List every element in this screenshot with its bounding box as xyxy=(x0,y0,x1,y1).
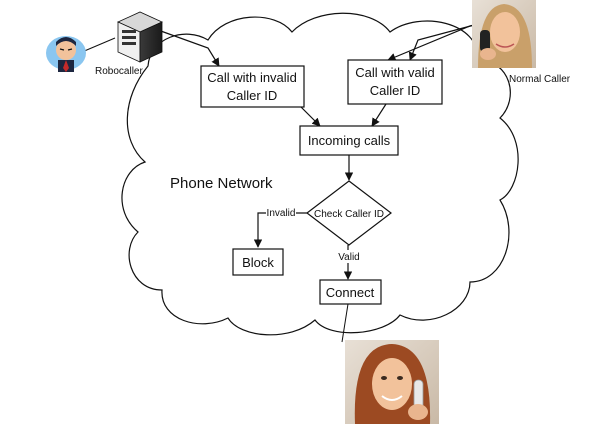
node-incoming-calls xyxy=(299,125,399,156)
edge-invalid-incoming xyxy=(299,105,321,127)
node-valid-call-line2: Caller ID xyxy=(370,83,421,98)
phone-network-label: Phone Network xyxy=(170,175,273,192)
edge-normalcaller-valid-call-1 xyxy=(408,23,479,61)
node-valid-call xyxy=(347,59,443,105)
edge-valid-incoming xyxy=(371,103,387,127)
receiver-photo xyxy=(345,340,439,424)
robocaller-icon xyxy=(46,36,86,72)
node-check-caller-id xyxy=(306,180,392,246)
node-valid-call-line1: Call with valid xyxy=(355,65,434,80)
normal-caller-label: Normal Caller xyxy=(509,74,571,85)
node-invalid-call xyxy=(200,65,305,108)
robocaller-label: Robocaller xyxy=(95,66,143,77)
edge-robocaller-server xyxy=(81,37,116,53)
node-block xyxy=(232,248,284,276)
server-icon xyxy=(117,11,163,63)
node-invalid-call-line1: Call with invalid xyxy=(207,70,297,85)
node-incoming-calls-label: Incoming calls xyxy=(308,133,391,148)
node-connect-label: Connect xyxy=(326,285,375,300)
node-connect xyxy=(319,279,382,305)
node-block-label: Block xyxy=(242,255,274,270)
node-check-caller-id-label: Check Caller ID xyxy=(314,209,384,220)
edge-connect-receiver xyxy=(341,303,349,343)
edge-label-invalid: Invalid xyxy=(267,208,296,219)
edge-server-invalid-call xyxy=(157,29,220,67)
node-invalid-call-line2: Caller ID xyxy=(227,88,278,103)
normal-caller-photo xyxy=(472,0,536,68)
edge-label-valid: Valid xyxy=(338,252,360,263)
